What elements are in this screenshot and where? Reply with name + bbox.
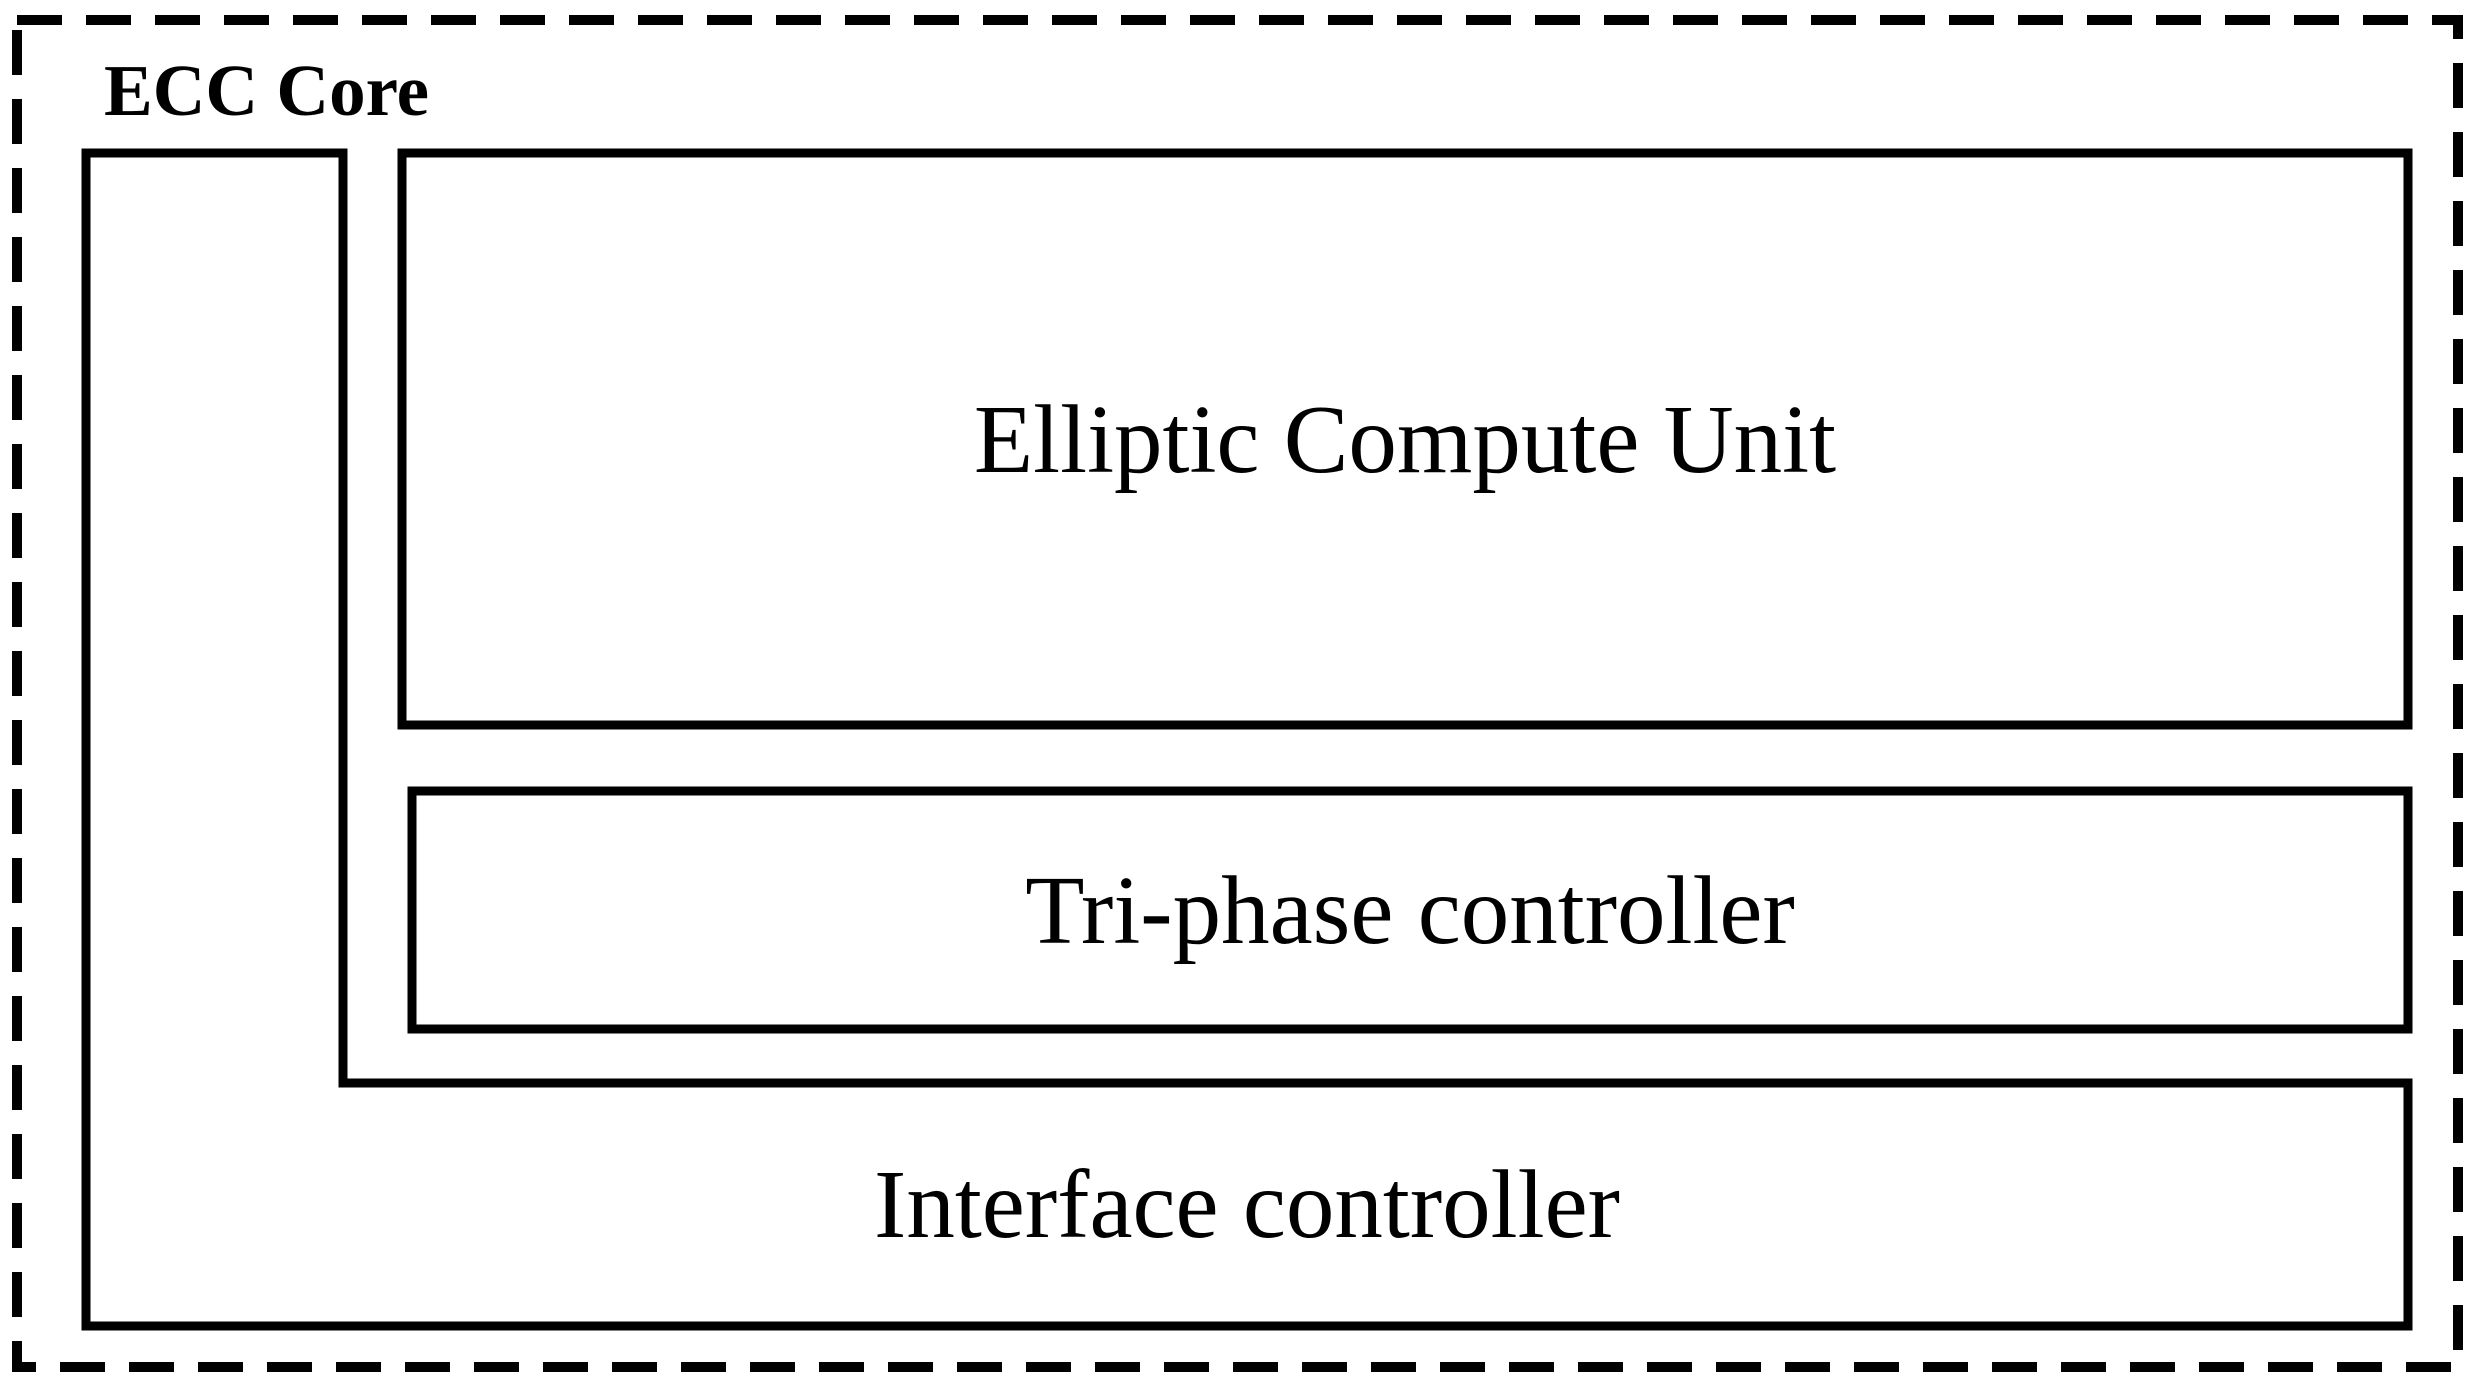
tri-phase-controller-box — [407, 786, 2413, 1034]
ecc-core-dashed-border — [12, 15, 2463, 1372]
tri-phase-controller-label: Tri-phase controller — [1025, 856, 1795, 964]
elliptic-compute-unit-box — [397, 148, 2413, 730]
interface-controller-shape — [81, 148, 2413, 1331]
ecc-core-label: ECC Core — [104, 50, 430, 131]
interface-controller-label: Interface controller — [874, 1151, 1620, 1258]
elliptic-compute-unit-label: Elliptic Compute Unit — [973, 385, 1837, 493]
